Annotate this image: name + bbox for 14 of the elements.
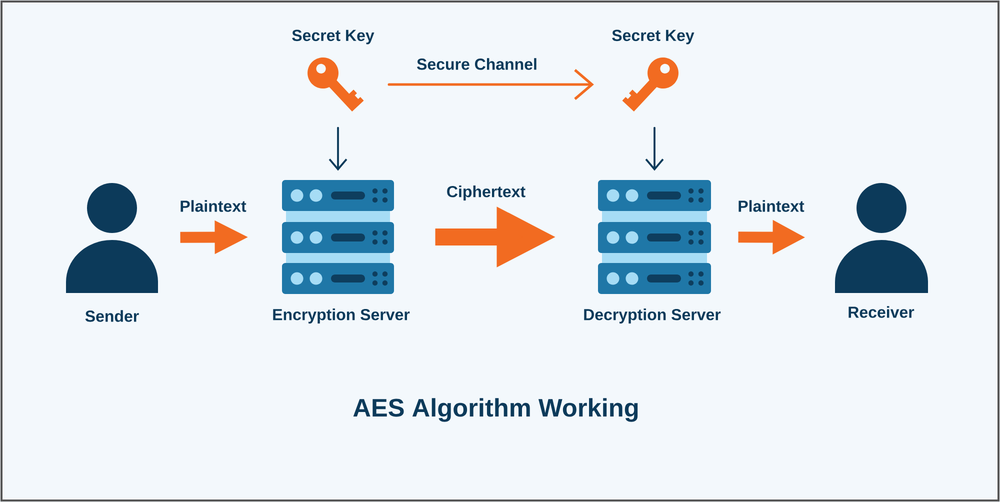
node-label: Receiver (848, 306, 914, 318)
edge-label: Ciphertext (445, 184, 527, 202)
title: AES Algorithm Working (353, 398, 638, 422)
node-label: Sender (85, 310, 139, 322)
arrow (388, 69, 594, 100)
arrow (645, 126, 664, 171)
edge-label: Plaintext (178, 198, 248, 214)
node-label: Secret Key (292, 30, 374, 44)
edge-label: Plaintext (736, 198, 806, 214)
arrow (328, 126, 348, 171)
node-label: Encryption Server (273, 308, 410, 324)
node-label: Decryption Server (584, 308, 721, 324)
edge-label: Secure Channel (415, 56, 539, 72)
node-label: Secret Key (612, 30, 694, 44)
